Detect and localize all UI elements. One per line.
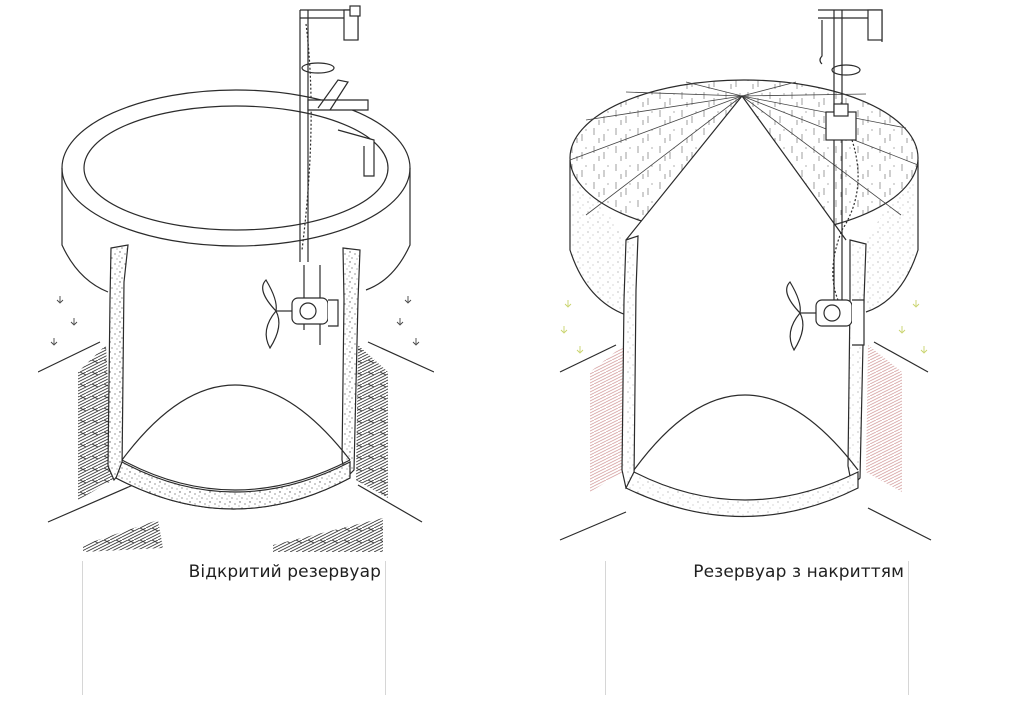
open-tank-mixer-illustration-icon	[38, 5, 434, 552]
open-tank-caption: Відкритий резервуар	[188, 562, 381, 582]
soil-left	[78, 345, 113, 500]
covered-tank-mixer-illustration-icon	[559, 9, 932, 541]
covered-tank-caption-box: Резервуар з накриттям	[605, 561, 909, 695]
ground-line-left	[38, 341, 101, 373]
open-tank-caption-box: Відкритий резервуар	[82, 561, 386, 695]
ground-line-right	[367, 341, 434, 373]
soil-right	[356, 345, 388, 498]
covered-tank-panel	[546, 0, 942, 548]
open-tank-panel	[38, 0, 434, 555]
covered-tank-caption: Резервуар з накриттям	[693, 562, 904, 582]
